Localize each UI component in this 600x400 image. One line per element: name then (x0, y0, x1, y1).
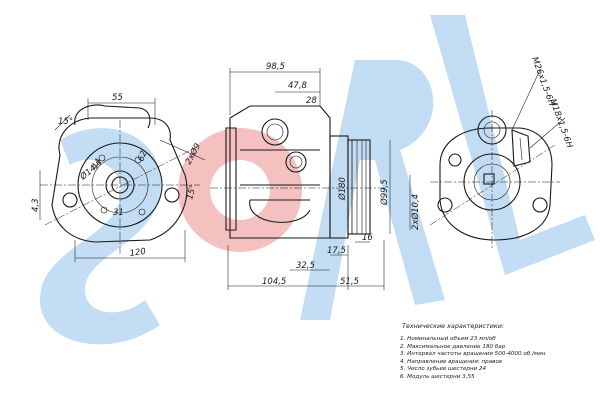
dim-104-5: 104,5 (262, 277, 286, 287)
specifications-title: Технические характеристики: (402, 322, 505, 330)
dim-98-5: 98,5 (266, 62, 285, 72)
dim-51-5: 51,5 (340, 277, 359, 287)
specifications-block: Технические характеристики: 1. Номинальн… (392, 322, 592, 382)
spec-line: 5. Число зубьев шестерни 24 (400, 366, 487, 373)
spec-line: 4. Направление вращения: правое (400, 358, 503, 365)
dim-4-3: 4,3 (31, 198, 41, 212)
dim-dia-99-5: Ø99,5 (379, 179, 390, 206)
dim-thread-m18: M18x1,5-6H (547, 98, 574, 150)
dim-62: 62 (136, 149, 149, 163)
dim-15-deg-left: 15° (58, 117, 73, 127)
dim-47-8: 47,8 (288, 81, 308, 91)
dim-31: 31 (113, 208, 124, 218)
watermark-letter-s (40, 128, 162, 345)
watermark-letter-r (300, 60, 445, 320)
spec-line: 3. Интервал частоты вращения 500-4000 об… (400, 351, 546, 358)
dim-44: 44 (90, 157, 104, 171)
dim-120: 120 (129, 247, 146, 259)
dim-32-5: 32,5 (296, 261, 315, 271)
watermark (40, 15, 595, 345)
spec-line: 1. Номинальный объем 23 мл/об (400, 336, 496, 342)
spec-line: 6. Модуль шестерни 3,55 (400, 373, 475, 380)
center-view: 98,5 47,8 28 Ø180 Ø99,5 17,5 16 32,5 104… (210, 62, 391, 290)
spec-line: 2. Максимальное давление 180 бар (400, 343, 506, 350)
dim-2x10-4: 2xØ10,4 (410, 194, 421, 230)
dim-dia-180: Ø180 (337, 177, 348, 201)
dim-28: 28 (306, 96, 317, 106)
dim-55: 55 (112, 93, 123, 103)
dim-16: 16 (362, 233, 373, 243)
dim-17-5: 17,5 (327, 246, 346, 256)
dim-15-deg-right: 15° (185, 184, 199, 201)
watermark-letter-l (430, 15, 595, 275)
